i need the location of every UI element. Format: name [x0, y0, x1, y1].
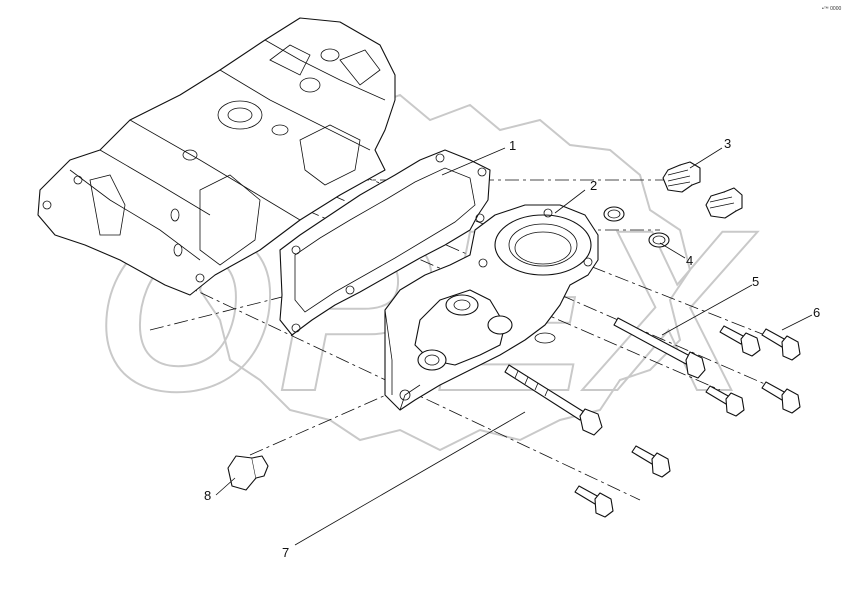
callout-4: 4	[686, 253, 693, 268]
corner-note: •™ 0000	[822, 6, 841, 12]
long-bolt-part-5	[613, 317, 706, 379]
callout-1: 1	[509, 138, 516, 153]
callout-leader-lines	[215, 147, 813, 546]
plug-part-3	[662, 161, 701, 193]
callout-7: 7	[282, 545, 289, 560]
callout-8: 8	[204, 488, 211, 503]
callout-labels: 1 2 3 4 5 6 7 8	[204, 136, 820, 560]
short-bolts-part-6	[574, 325, 801, 518]
drain-plug-part-8	[227, 455, 269, 491]
callout-6: 6	[813, 305, 820, 320]
cylinder-head	[37, 17, 396, 296]
callout-2: 2	[590, 178, 597, 193]
gasket	[279, 149, 491, 336]
callout-5: 5	[752, 274, 759, 289]
thermostat-housing	[384, 204, 599, 411]
plug-part-3-second	[705, 187, 743, 219]
sealing-washers	[603, 206, 670, 248]
callout-3: 3	[724, 136, 731, 151]
long-bolt-part-7	[504, 364, 603, 436]
